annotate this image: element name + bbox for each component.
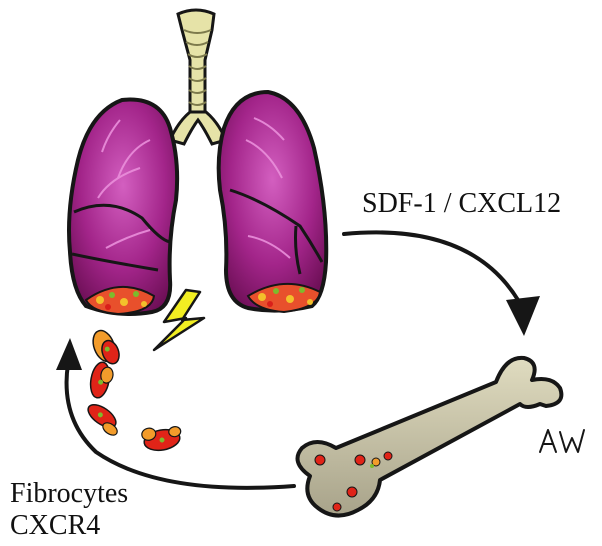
signal-arrow — [344, 232, 518, 300]
trachea — [170, 10, 226, 144]
signal-label: SDF-1 / CXCL12 — [362, 188, 561, 220]
bone-icon — [298, 358, 562, 516]
fibrocytes-label: Fibrocytes CXCR4 — [10, 478, 128, 542]
right-lung — [219, 92, 327, 311]
fibrocytes-label-line1: Fibrocytes — [10, 478, 128, 510]
lungs-icon — [69, 10, 326, 314]
fibrocyte-cluster-icon — [83, 327, 184, 453]
fibrocytes-label-line2: CXCR4 — [10, 510, 128, 542]
signal-arrow-head — [506, 296, 540, 336]
fibrocyte-arrow-head — [56, 338, 82, 370]
signature-mark — [540, 430, 584, 452]
